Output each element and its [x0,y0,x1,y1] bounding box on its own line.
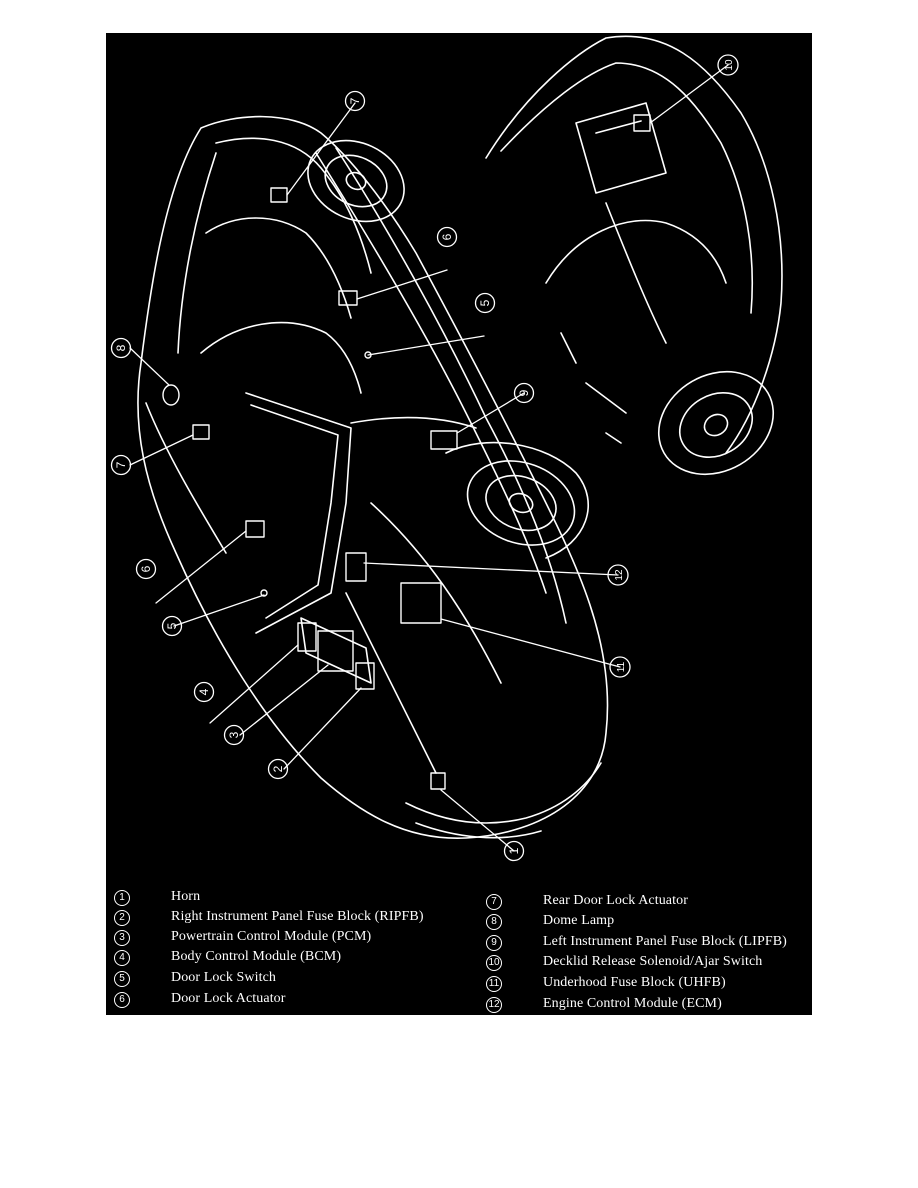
callout-9: 9 [513,382,535,404]
legend-item-lipfb: 9 Left Instrument Panel Fuse Block (LIPF… [486,933,787,953]
legend-number: 2 [114,910,130,926]
legend-label: Rear Door Lock Actuator [543,893,688,908]
legend-number: 6 [114,992,130,1008]
callout-6-right: 6 [436,226,458,248]
legend-label: Powertrain Control Module (PCM) [171,929,372,944]
legend-number: 7 [486,894,502,910]
legend-item-pcm: 3 Powertrain Control Module (PCM) [114,928,371,948]
legend-label: Engine Control Module (ECM) [543,996,722,1011]
legend-label: Underhood Fuse Block (UHFB) [543,975,726,990]
legend-item-dome-lamp: 8 Dome Lamp [486,912,614,932]
legend-item-door-lock-actuator: 6 Door Lock Actuator [114,990,285,1010]
callout-4: 4 [193,681,215,703]
callout-6-left: 6 [135,558,157,580]
horn-shape [430,772,446,790]
callout-8: 8 [110,337,132,359]
callout-10: 10 [717,54,739,76]
legend-label: Door Lock Switch [171,970,277,985]
dome-lamp-shape [162,384,180,406]
legend-label: Right Instrument Panel Fuse Block (RIPFB… [171,909,424,924]
main-car-rear-wheel [307,139,405,223]
callout-5-left: 5 [161,615,183,637]
legend-number: 9 [486,935,502,951]
svg-text:6: 6 [139,565,153,572]
svg-text:12: 12 [614,569,625,581]
legend-label: Dome Lamp [543,913,615,928]
legend-number: 12 [486,997,502,1013]
legend-item-horn: 1 Horn [114,888,200,908]
legend-item-decklid-release: 10 Decklid Release Solenoid/Ajar Switch [486,953,762,973]
callout-7-top: 7 [344,90,366,112]
legend-number: 5 [114,971,130,987]
legend-item-uhfb: 11 Underhood Fuse Block (UHFB) [486,974,726,994]
svg-text:8: 8 [114,344,128,351]
svg-text:2: 2 [271,765,285,772]
callout-3: 3 [223,724,245,746]
lipfb-shape [430,430,458,450]
svg-text:11: 11 [616,661,627,672]
callout-11: 11 [609,656,631,678]
door-lock-actuator-left-shape [245,520,265,538]
svg-text:6: 6 [440,233,454,240]
svg-text:7: 7 [114,461,128,468]
rear-view-car-wheel [657,370,775,476]
main-car-outline [137,115,609,839]
legend-item-rear-door-lock-actuator: 7 Rear Door Lock Actuator [486,892,688,912]
component-shapes [162,114,651,790]
svg-text:3: 3 [227,731,241,738]
svg-text:5: 5 [165,622,179,629]
legend-label: Left Instrument Panel Fuse Block (LIPFB) [543,934,787,949]
ecm-shape [345,552,367,582]
legend-label: Body Control Module (BCM) [171,949,342,964]
legend-item-ecm: 12 Engine Control Module (ECM) [486,995,722,1015]
svg-text:5: 5 [478,299,492,306]
leader-lines [129,64,729,852]
door-lock-switch-left-shape [260,589,268,597]
rear-view-car-outline [485,35,783,454]
legend-item-bcm: 4 Body Control Module (BCM) [114,948,341,968]
ripfb-shape [355,662,375,690]
uhfb-shape [400,582,442,624]
legend-label: Door Lock Actuator [171,991,286,1006]
legend-number: 8 [486,914,502,930]
legend-number: 4 [114,950,130,966]
main-car-front-wheel [445,441,590,559]
legend-number: 1 [114,890,130,906]
svg-text:10: 10 [724,59,735,71]
callouts: 1 2 3 4 5 5 6 6 7 7 8 9 10 11 12 [110,54,739,862]
callout-1: 1 [503,840,525,862]
rear-door-lock-actuator-left-shape [192,424,210,440]
diagram-panel: 1 2 3 4 5 5 6 6 7 7 8 9 10 11 12 1 Horn … [106,33,812,1015]
rear-door-lock-actuator-top-shape [270,187,288,203]
legend-item-ripfb: 2 Right Instrument Panel Fuse Block (RIP… [114,908,424,928]
svg-text:9: 9 [517,389,531,396]
callout-2: 2 [267,758,289,780]
svg-text:7: 7 [348,97,362,104]
svg-text:1: 1 [507,847,521,854]
callout-5-right: 5 [474,292,496,314]
legend-number: 11 [486,976,502,992]
callout-12: 12 [607,564,629,586]
pcm-shape [317,630,354,672]
vehicle-component-locator-diagram: 1 2 3 4 5 5 6 6 7 7 8 9 10 11 12 [110,35,783,862]
callout-7-left: 7 [110,454,132,476]
legend-label: Decklid Release Solenoid/Ajar Switch [543,954,763,969]
legend-item-door-lock-switch: 5 Door Lock Switch [114,969,276,989]
bcm-shape [297,622,317,652]
door-lock-actuator-right-shape [338,290,358,306]
legend-number: 3 [114,930,130,946]
legend-number: 10 [486,955,502,971]
svg-text:4: 4 [197,688,211,695]
legend-label: Horn [171,889,201,904]
